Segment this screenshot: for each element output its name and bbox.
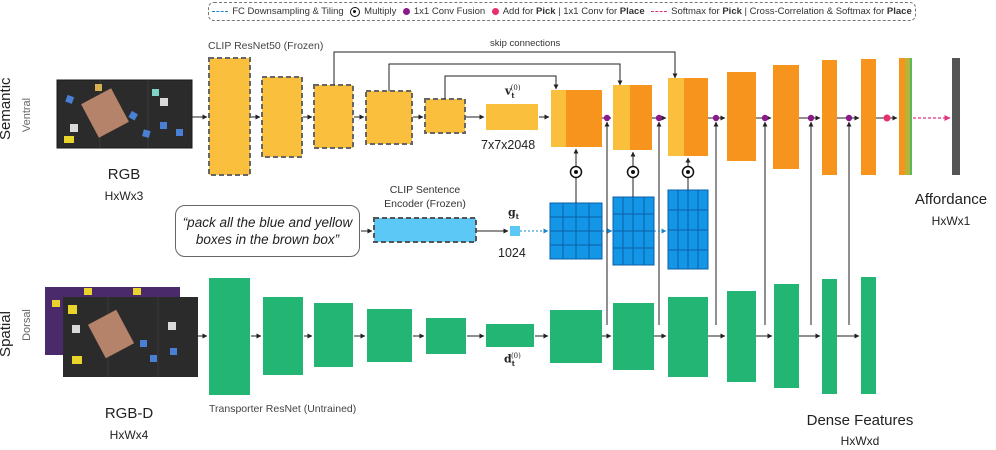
clip-block-5 — [424, 98, 466, 134]
legend-softmax: Softmax for Pick | Cross-Correlation & S… — [651, 6, 912, 17]
g-symbol: gt — [508, 206, 519, 222]
semantic-decoder — [551, 58, 912, 175]
clip-block-2 — [261, 76, 303, 158]
clip-block-1 — [208, 57, 251, 176]
legend-conv-fusion: 1x1 Conv Fusion — [402, 6, 485, 17]
rgbd-dim: HxWx4 — [109, 428, 149, 442]
transporter-blocks — [209, 277, 876, 395]
affordance-dim: HxWx1 — [931, 214, 971, 228]
dense-features-label: Dense Features — [806, 412, 914, 429]
rgbd-label: RGB-D — [104, 405, 154, 422]
softmax-arrow-icon — [651, 11, 668, 12]
affordance-output — [952, 58, 960, 175]
dorsal-label: Dorsal — [21, 309, 33, 341]
rgb-dim: HxWx3 — [104, 189, 144, 203]
clip-block-4 — [365, 90, 413, 145]
rgbd-image — [45, 287, 198, 377]
legend: FC Downsampling & Tiling Multiply 1x1 Co… — [208, 2, 916, 21]
spatial-label: Spatial — [0, 311, 14, 357]
transporter-label: Transporter ResNet (Untrained) — [209, 403, 357, 415]
multiply-ops — [569, 148, 695, 203]
dashed-arrow-icon — [212, 11, 229, 12]
multiply-icon — [350, 6, 361, 17]
v-dim: 7x7x2048 — [481, 138, 536, 152]
sentence-encoder-label: CLIP Sentence Encoder (Frozen) — [384, 184, 466, 210]
language-instruction: “pack all the blue and yellow boxes in t… — [175, 205, 360, 257]
skip-connections-label: skip connections — [490, 38, 561, 49]
g-vector — [510, 226, 520, 236]
legend-fc: FC Downsampling & Tiling — [212, 6, 344, 17]
g-dim: 1024 — [498, 246, 526, 260]
semantic-label: Semantic — [0, 77, 14, 140]
clip-resnet-label: CLIP ResNet50 (Frozen) — [208, 40, 324, 52]
affordance-label: Affordance — [914, 191, 988, 208]
legend-multiply: Multiply — [350, 6, 396, 17]
clip-resnet-blocks — [208, 57, 466, 176]
ventral-label: Ventral — [21, 97, 33, 133]
clip-output-v — [486, 104, 538, 130]
rgb-image — [56, 79, 193, 149]
fusion-dots-top — [603, 114, 853, 122]
v-symbol: vt(0) — [505, 84, 521, 100]
add-dot-icon — [491, 8, 499, 15]
rgb-label: RGB — [107, 166, 141, 183]
d-symbol: dt(0) — [504, 352, 521, 368]
clip-sentence-encoder — [373, 217, 477, 243]
dense-features-dim: HxWxd — [840, 434, 880, 448]
add-dot — [883, 114, 891, 122]
tiled-grids — [549, 189, 709, 270]
clip-block-3 — [313, 84, 354, 149]
fusion-dot-icon — [402, 8, 410, 15]
legend-add: Add for Pick | 1x1 Conv for Place — [491, 6, 645, 17]
